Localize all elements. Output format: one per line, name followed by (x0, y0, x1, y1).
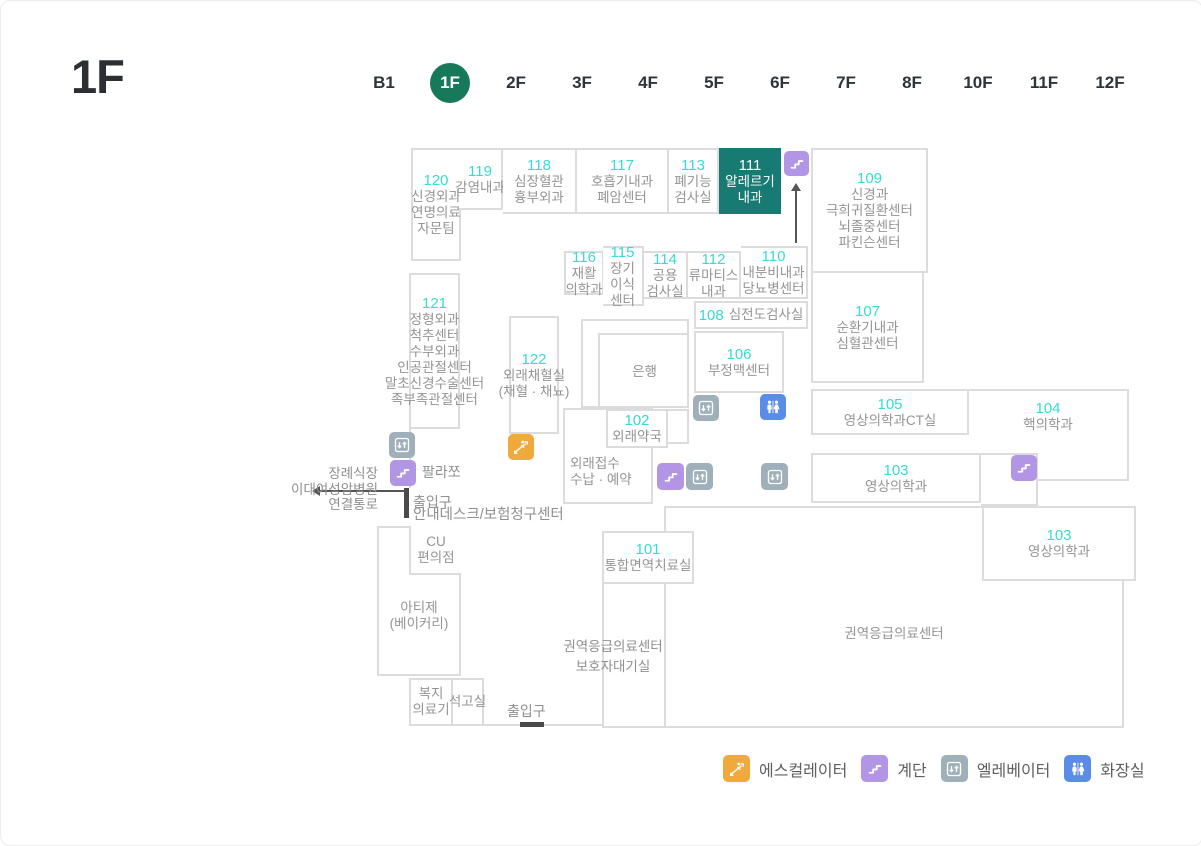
legend-elevator: 엘레베이터 (940, 755, 1051, 782)
escalator-icon (508, 434, 534, 460)
tab-3f[interactable]: 3F (572, 73, 592, 92)
south-entrance-marker (520, 722, 544, 727)
floor-tab-bar: B1 1F 2F 3F 4F 5F 6F 7F 8F 10F 11F 12F (364, 63, 1130, 103)
tab-10f[interactable]: 10F (963, 73, 993, 92)
legend-elevator-label: 엘레베이터 (976, 762, 1051, 780)
legend: 에스컬레이터 계단 엘레베이터 화장실 (723, 755, 1145, 782)
tab-6f[interactable]: 6F (770, 73, 790, 92)
tab-4f[interactable]: 4F (638, 73, 658, 92)
tab-11f[interactable]: 11F (1029, 73, 1059, 92)
tab-1f-active[interactable]: 1F (430, 63, 470, 103)
er-waiting-room-label: 권역응급의료센터 보호자대기실 (563, 639, 663, 674)
toilet-icon (1064, 755, 1092, 782)
west-wall (409, 429, 411, 488)
stairs-icon (861, 755, 889, 782)
cu-convenience-store: CU 편의점 (409, 526, 461, 575)
elevator-icon (389, 432, 415, 458)
up-arrow-head-icon (791, 183, 801, 191)
cast-room: 석고실 (449, 678, 486, 726)
room-name: 권역응급의료센터 (844, 626, 944, 641)
bottom-wall (484, 724, 604, 726)
info-desk-label: 안내데스크/보험청구센터 (413, 507, 564, 523)
legend-toilet: 화장실 (1064, 755, 1145, 782)
elevator-icon (686, 463, 713, 490)
up-arrow (795, 190, 797, 243)
funeral-hall-link-label: 장례식장 이대여성암병원 연결통로 (291, 466, 378, 512)
legend-stairs: 계단 (861, 755, 927, 782)
stairs-icon (1011, 455, 1037, 481)
tab-b1[interactable]: B1 (373, 73, 395, 92)
stairs-icon (784, 151, 809, 176)
tab-8f[interactable]: 8F (902, 73, 922, 92)
welfare-medical-equipment: 복지 의료기 (409, 678, 453, 726)
legend-stairs-label: 계단 (897, 762, 927, 780)
west-entrance-marker (404, 488, 409, 518)
legend-escalator-label: 에스컬레이터 (759, 762, 848, 780)
palazzo-label: 팔라쪼 (422, 464, 461, 480)
elevator-icon (940, 755, 968, 782)
tab-12f[interactable]: 12F (1095, 73, 1125, 92)
left-arrow (319, 490, 405, 492)
small-room (668, 409, 689, 444)
tab-5f[interactable]: 5F (704, 73, 724, 92)
toilet-icon (760, 394, 786, 420)
tab-2f[interactable]: 2F (506, 73, 526, 92)
stairs-icon (390, 460, 416, 486)
elevator-icon (761, 463, 788, 490)
bank-room: 은행 (598, 333, 689, 408)
west-entrance-label: 출입구 (413, 494, 452, 510)
south-entrance-label: 출입구 (507, 703, 546, 719)
page-title: 1F (71, 50, 125, 103)
tab-7f[interactable]: 7F (836, 73, 856, 92)
stairs-icon (657, 463, 684, 490)
legend-escalator: 에스컬레이터 (723, 755, 847, 782)
escalator-icon (723, 755, 750, 782)
legend-toilet-label: 화장실 (1100, 762, 1145, 780)
left-arrow-head-icon (312, 486, 320, 496)
elevator-icon (693, 395, 719, 421)
